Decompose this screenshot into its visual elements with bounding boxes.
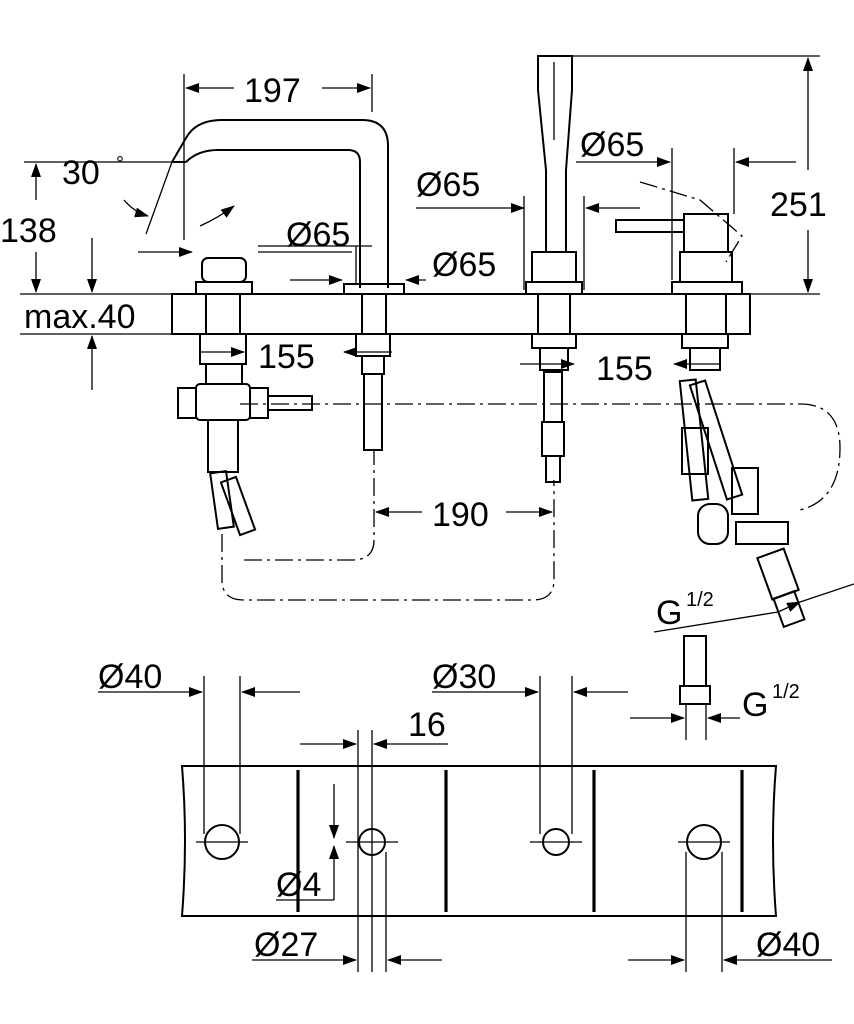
dim-diam-spout-base: Ø65 <box>286 216 350 254</box>
dim-spacing-right: 155 <box>596 350 653 388</box>
dim-total-height: 251 <box>770 186 827 224</box>
dimension-lines-cutout <box>98 676 832 972</box>
dim-spacing-left: 155 <box>258 338 315 376</box>
dim-thread-upper: G <box>656 594 682 632</box>
cutout-holes <box>196 824 730 860</box>
handshower <box>525 55 583 483</box>
dim-diam-mixer: Ø65 <box>580 126 644 164</box>
dim-spacing-mid: 190 <box>432 496 489 534</box>
hose-routing-lines <box>221 403 841 601</box>
dimension-lines-side <box>20 55 854 633</box>
dim-thread-lower: G <box>742 686 768 724</box>
dimension-labels: 197 30 ° 138 Ø65 Ø65 Ø65 Ø65 251 max.40 … <box>0 72 827 964</box>
dim-hole-27: Ø27 <box>254 926 318 964</box>
spout <box>171 119 405 451</box>
g-half-fitting <box>630 635 740 740</box>
dim-diam-handshower: Ø65 <box>416 166 480 204</box>
dim-small-hole: Ø4 <box>276 866 321 904</box>
dim-spacing-16: 16 <box>408 706 446 744</box>
dim-hole-mid: Ø30 <box>432 658 496 696</box>
dim-diam-spout-center: Ø65 <box>432 246 496 284</box>
dim-max-deck: max.40 <box>24 298 136 336</box>
dim-spout-reach: 197 <box>244 72 301 110</box>
dim-angle: 30 <box>62 154 100 192</box>
mixer <box>615 181 806 629</box>
deck-section <box>171 293 751 335</box>
dim-angle-unit: ° <box>116 153 124 175</box>
dim-hole-left: Ø40 <box>98 658 162 696</box>
left-valve <box>177 257 313 537</box>
cutout-plate <box>180 765 778 917</box>
dim-thread-upper-frac: 1/2 <box>686 589 714 611</box>
dim-thread-lower-frac: 1/2 <box>772 681 800 703</box>
dim-height-spout: 138 <box>0 212 57 250</box>
dim-hole-right: Ø40 <box>756 926 820 964</box>
